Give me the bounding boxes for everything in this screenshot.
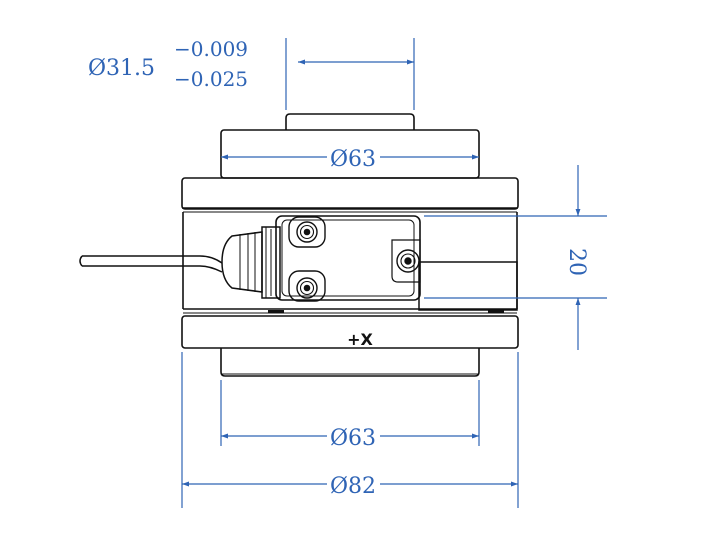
axis-mark-label: +X [347, 330, 373, 349]
connector-housing [418, 261, 518, 311]
height-text: 20 [564, 248, 589, 276]
top-boss-diameter-text: Ø63 [330, 147, 376, 172]
bottom-boss [220, 348, 480, 377]
screw-top-left [288, 216, 326, 248]
upper-flange [181, 177, 519, 210]
screw-bottom-left [288, 270, 326, 302]
shaft-tolerance-lower-text: −0.025 [174, 67, 248, 91]
body-diameter-text: Ø82 [330, 474, 376, 499]
screw-right [396, 249, 420, 273]
part-outline [181, 113, 519, 377]
dimension-lines [181, 38, 607, 508]
top-shaft [285, 113, 415, 130]
shaft-diameter-text: Ø31.5 [88, 56, 155, 81]
cable-gland [79, 226, 281, 299]
shaft-tolerance-upper-text: −0.009 [174, 37, 248, 61]
feet-marks [268, 310, 504, 313]
bottom-boss-diameter-text: Ø63 [330, 426, 376, 451]
lower-flange [181, 315, 519, 349]
